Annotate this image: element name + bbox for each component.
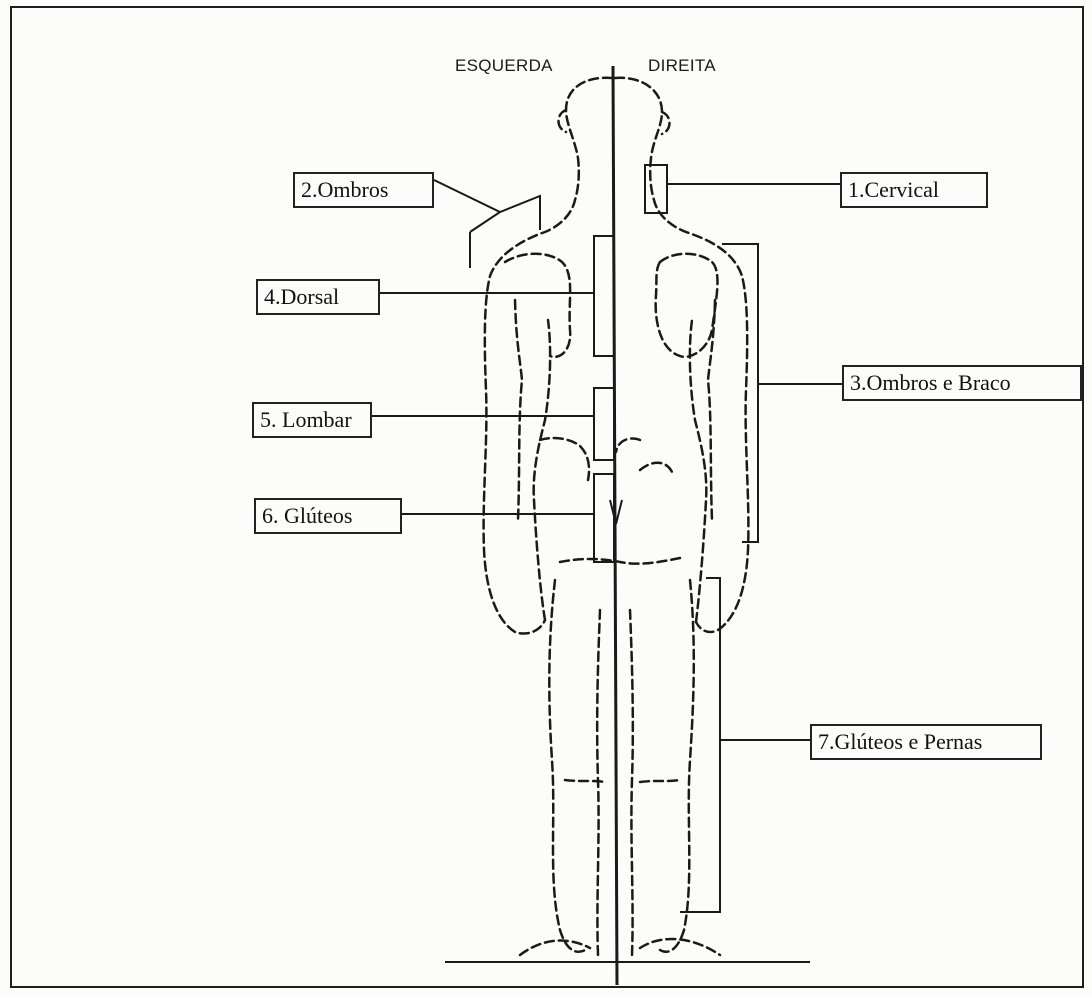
label-gluteos: 6. Glúteos [254,498,402,534]
left-side-label: ESQUERDA [455,56,553,76]
label-cervical: 1.Cervical [840,172,988,208]
right-side-label: DIREITA [648,56,716,76]
gluteos-marker [594,474,614,562]
label-ombros-braco: 3.Ombros e Braco [842,365,1082,401]
lombar-marker [594,388,614,460]
leader-lines [372,180,842,912]
dorsal-marker [594,236,614,356]
label-dorsal: 4.Dorsal [256,279,380,315]
label-gluteos-pernas: 7.Glúteos e Pernas [810,724,1042,760]
label-ombros: 2.Ombros [293,172,434,208]
label-lombar: 5. Lombar [252,402,372,438]
